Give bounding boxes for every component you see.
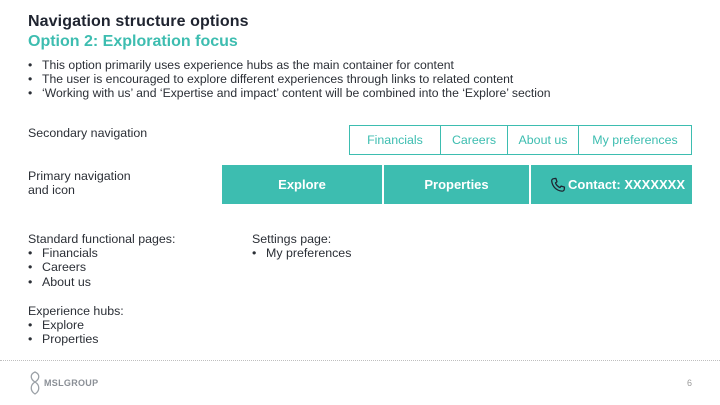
footer-divider bbox=[0, 360, 720, 361]
logo-text: MSLGROUP bbox=[44, 378, 99, 388]
experience-hubs-list: Explore Properties bbox=[28, 318, 124, 347]
secondary-nav-careers[interactable]: Careers bbox=[440, 125, 508, 155]
nav-separator bbox=[529, 165, 531, 204]
settings-page-heading: Settings page: bbox=[252, 232, 332, 246]
primary-nav-explore[interactable]: Explore bbox=[222, 165, 382, 204]
primary-nav-properties[interactable]: Properties bbox=[384, 165, 529, 204]
primary-navigation: Explore Properties Contact: XXXXXXX bbox=[222, 165, 692, 204]
list-item: About us bbox=[28, 275, 175, 289]
list-item: Financials bbox=[28, 246, 175, 260]
intro-bullet: ‘Working with us’ and ‘Expertise and imp… bbox=[28, 86, 551, 100]
nav-separator bbox=[382, 165, 384, 204]
slide-subtitle: Option 2: Exploration focus bbox=[28, 33, 238, 50]
list-item: Careers bbox=[28, 260, 175, 274]
mslgroup-logo: MSLGROUP bbox=[28, 370, 98, 396]
list-item: Explore bbox=[28, 318, 124, 332]
primary-nav-label: Primary navigation and icon bbox=[28, 169, 131, 197]
settings-page-section: Settings page: My preferences bbox=[252, 232, 351, 260]
intro-bullet: The user is encouraged to explore differ… bbox=[28, 72, 551, 86]
primary-nav-contact[interactable]: Contact: XXXXXXX bbox=[531, 165, 692, 204]
phone-icon bbox=[549, 176, 567, 194]
secondary-navigation: Financials Careers About us My preferenc… bbox=[349, 125, 692, 155]
page-number: 6 bbox=[686, 378, 692, 388]
secondary-nav-my-preferences[interactable]: My preferences bbox=[578, 125, 692, 155]
settings-page-list: My preferences bbox=[252, 246, 351, 260]
standard-pages-section: Standard functional pages: Financials Ca… bbox=[28, 232, 175, 289]
secondary-nav-label: Secondary navigation bbox=[28, 126, 148, 140]
intro-bullet: This option primarily uses experience hu… bbox=[28, 58, 551, 72]
standard-pages-list: Financials Careers About us bbox=[28, 246, 175, 289]
experience-hubs-section: Experience hubs: Explore Properties bbox=[28, 304, 124, 347]
contact-label: Contact: XXXXXXX bbox=[568, 177, 686, 192]
list-item: Properties bbox=[28, 332, 124, 346]
logo-mark-icon bbox=[30, 371, 40, 395]
slide-title: Navigation structure options bbox=[28, 13, 249, 30]
secondary-nav-financials[interactable]: Financials bbox=[349, 125, 441, 155]
list-item: My preferences bbox=[252, 246, 351, 260]
secondary-nav-about-us[interactable]: About us bbox=[507, 125, 579, 155]
experience-hubs-heading: Experience hubs: bbox=[28, 304, 124, 318]
standard-pages-heading: Standard functional pages: bbox=[28, 232, 176, 246]
intro-bullet-list: This option primarily uses experience hu… bbox=[28, 58, 551, 101]
